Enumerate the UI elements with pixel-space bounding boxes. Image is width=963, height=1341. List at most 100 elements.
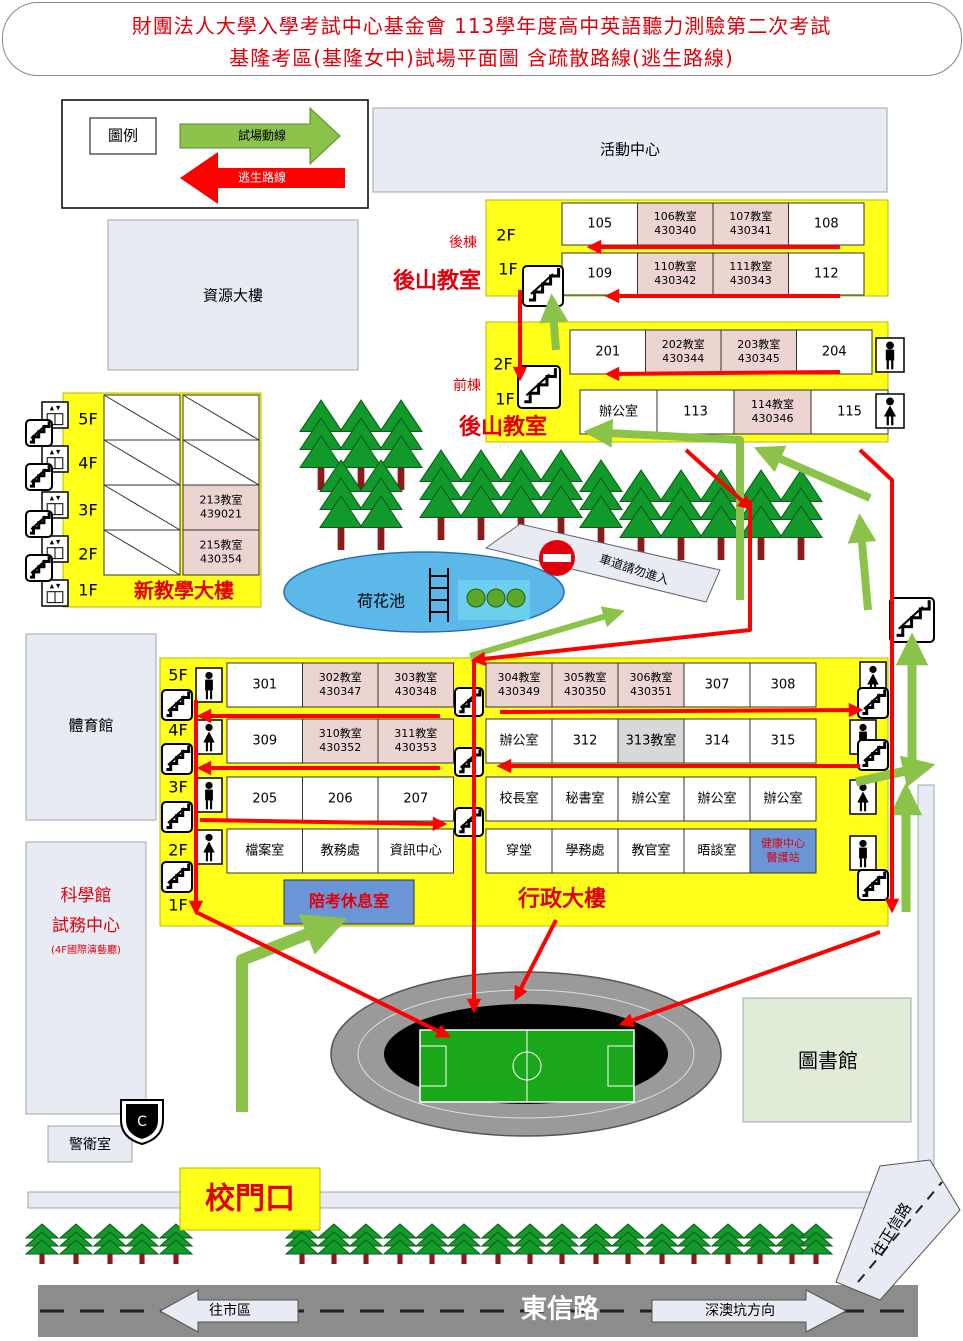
classroom (749, 776, 817, 822)
classroom-name: 207 (403, 792, 428, 807)
classroom-code: 430346 (752, 412, 794, 425)
toilet-head (205, 723, 213, 732)
admin-stairs-left-icon (161, 861, 193, 893)
toilet-body (885, 349, 895, 361)
classroom (733, 389, 812, 435)
classroom (617, 662, 685, 708)
classroom (749, 662, 817, 708)
no-entry-bar (543, 554, 571, 562)
elevator-down (56, 405, 61, 411)
classroom (551, 828, 619, 874)
forest-tree-icon (319, 459, 363, 550)
stairs-rail (525, 373, 551, 397)
back-front-stairs-icon (517, 365, 561, 409)
entry-route-arrow-head (899, 755, 936, 788)
escape-route-arrow-head (514, 984, 528, 1001)
frog-icon (466, 588, 486, 608)
classroom-name: 206 (328, 792, 353, 807)
tree-crown (58, 1239, 94, 1255)
tree-crown (512, 1239, 548, 1255)
classroom-name: 112 (814, 267, 839, 282)
back-front-label: 前棟 (453, 377, 481, 394)
stairs-rail (30, 515, 47, 530)
forest-tree-icon (339, 399, 383, 490)
classroom-name: 辦公室 (697, 791, 736, 807)
new-teaching-label: 新教學大樓 (134, 579, 234, 603)
toilet-head (205, 671, 213, 680)
classroom-name: 312 (573, 734, 598, 749)
toilet-leg (210, 852, 213, 862)
legend-heading: 圖例 (108, 127, 138, 145)
entry-route-arrow-head (889, 782, 923, 816)
classroom-code: 430340 (654, 224, 696, 237)
classroom-name: 校長室 (499, 791, 538, 807)
tree-trunk (717, 525, 725, 560)
tree-crown (539, 485, 583, 518)
row-tree-icon (124, 1223, 160, 1264)
back-rear-floor-2f: 2F (496, 226, 515, 245)
road-main-label: 東信路 (521, 1294, 600, 1325)
security-shield-letter: C (137, 1114, 147, 1130)
elevator-down (56, 583, 61, 589)
tree-crown (92, 1239, 128, 1255)
entry-route-arrow-head (895, 632, 929, 666)
toilet-leg (205, 690, 208, 700)
admin-building-label: 行政大樓 (517, 886, 606, 912)
tree-crown (24, 1239, 60, 1255)
admin-floor-f5: 5F (168, 666, 187, 685)
classroom (551, 718, 619, 764)
new-room-cross (103, 484, 181, 531)
tree-crown (659, 505, 703, 538)
field-goal-area-right (607, 1045, 635, 1087)
classroom-name: 310教室 (319, 726, 362, 740)
toilet-leg (205, 852, 208, 862)
tree-trunk (357, 455, 365, 490)
tree-trunk (477, 505, 485, 540)
classroom-name: 314 (705, 734, 730, 749)
tree-crown (676, 1239, 712, 1255)
no-entry-lane (484, 523, 721, 603)
admin-stairs-left-icon (161, 801, 193, 833)
toilet-leg (864, 858, 867, 868)
row-tree-icon (480, 1223, 516, 1264)
classroom (377, 776, 454, 822)
tree-trunk (317, 455, 325, 490)
escape-route-arrow (199, 818, 445, 826)
escape-route-arrow (621, 930, 881, 1026)
classroom-code: 430351 (630, 685, 672, 698)
tree-trunk (691, 1248, 697, 1264)
escape-route-arrow (514, 919, 558, 999)
classroom-code: 430342 (654, 274, 696, 287)
classroom (226, 828, 303, 874)
row-tree-icon (610, 1223, 646, 1264)
new-floor-f4: 4F (78, 454, 97, 473)
science-label-2: 試務中心 (52, 916, 120, 936)
admin-stairs-left-icon (161, 689, 193, 721)
legend-route-out-arrow (180, 152, 345, 204)
classroom-name: 313教室 (626, 733, 677, 749)
forest-tree-icon (579, 459, 623, 550)
tree-trunk (557, 505, 565, 540)
admin-stairs-right-icon (857, 687, 889, 719)
escape-route-arrow-head (496, 758, 512, 774)
tree-crown (284, 1239, 320, 1255)
toilet-head (869, 665, 877, 674)
library-label: 圖書館 (798, 1049, 858, 1073)
escape-route-arrow-head (188, 900, 204, 916)
tree-trunk (377, 515, 385, 550)
forest-tree-icon (619, 469, 663, 560)
science-building (25, 841, 147, 1115)
stairs-rail (167, 807, 186, 824)
tree-crown (446, 1239, 482, 1255)
admin-floor-f4: 4F (168, 721, 187, 740)
tree-trunk (637, 525, 645, 560)
toilet-head (205, 833, 213, 842)
admin-stairs-left-icon (161, 743, 193, 775)
forest-tree-icon (459, 449, 503, 540)
tree-crown (774, 1239, 810, 1255)
classroom (377, 828, 454, 874)
title-line-2: 基隆考區(基隆女中)試場平面圖 含疏散路線(逃生路線) (229, 46, 734, 70)
classroom-name: 215教室 (200, 538, 243, 552)
tree-trunk (757, 1248, 763, 1264)
new-room-cross (103, 394, 181, 441)
